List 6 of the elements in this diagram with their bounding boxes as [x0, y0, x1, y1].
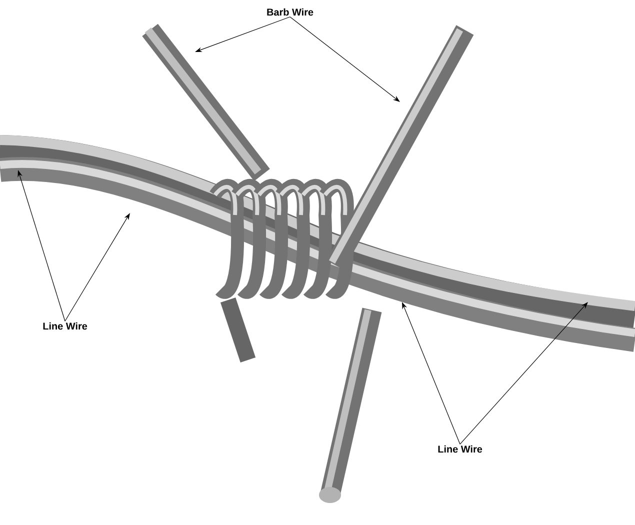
leader-line — [290, 16, 400, 102]
leader-line — [460, 302, 588, 444]
part-label: Line Wire — [43, 322, 88, 330]
part-label: Barb Wire — [267, 8, 314, 16]
leader-line — [64, 213, 130, 322]
part-label: Line Wire — [438, 445, 482, 453]
